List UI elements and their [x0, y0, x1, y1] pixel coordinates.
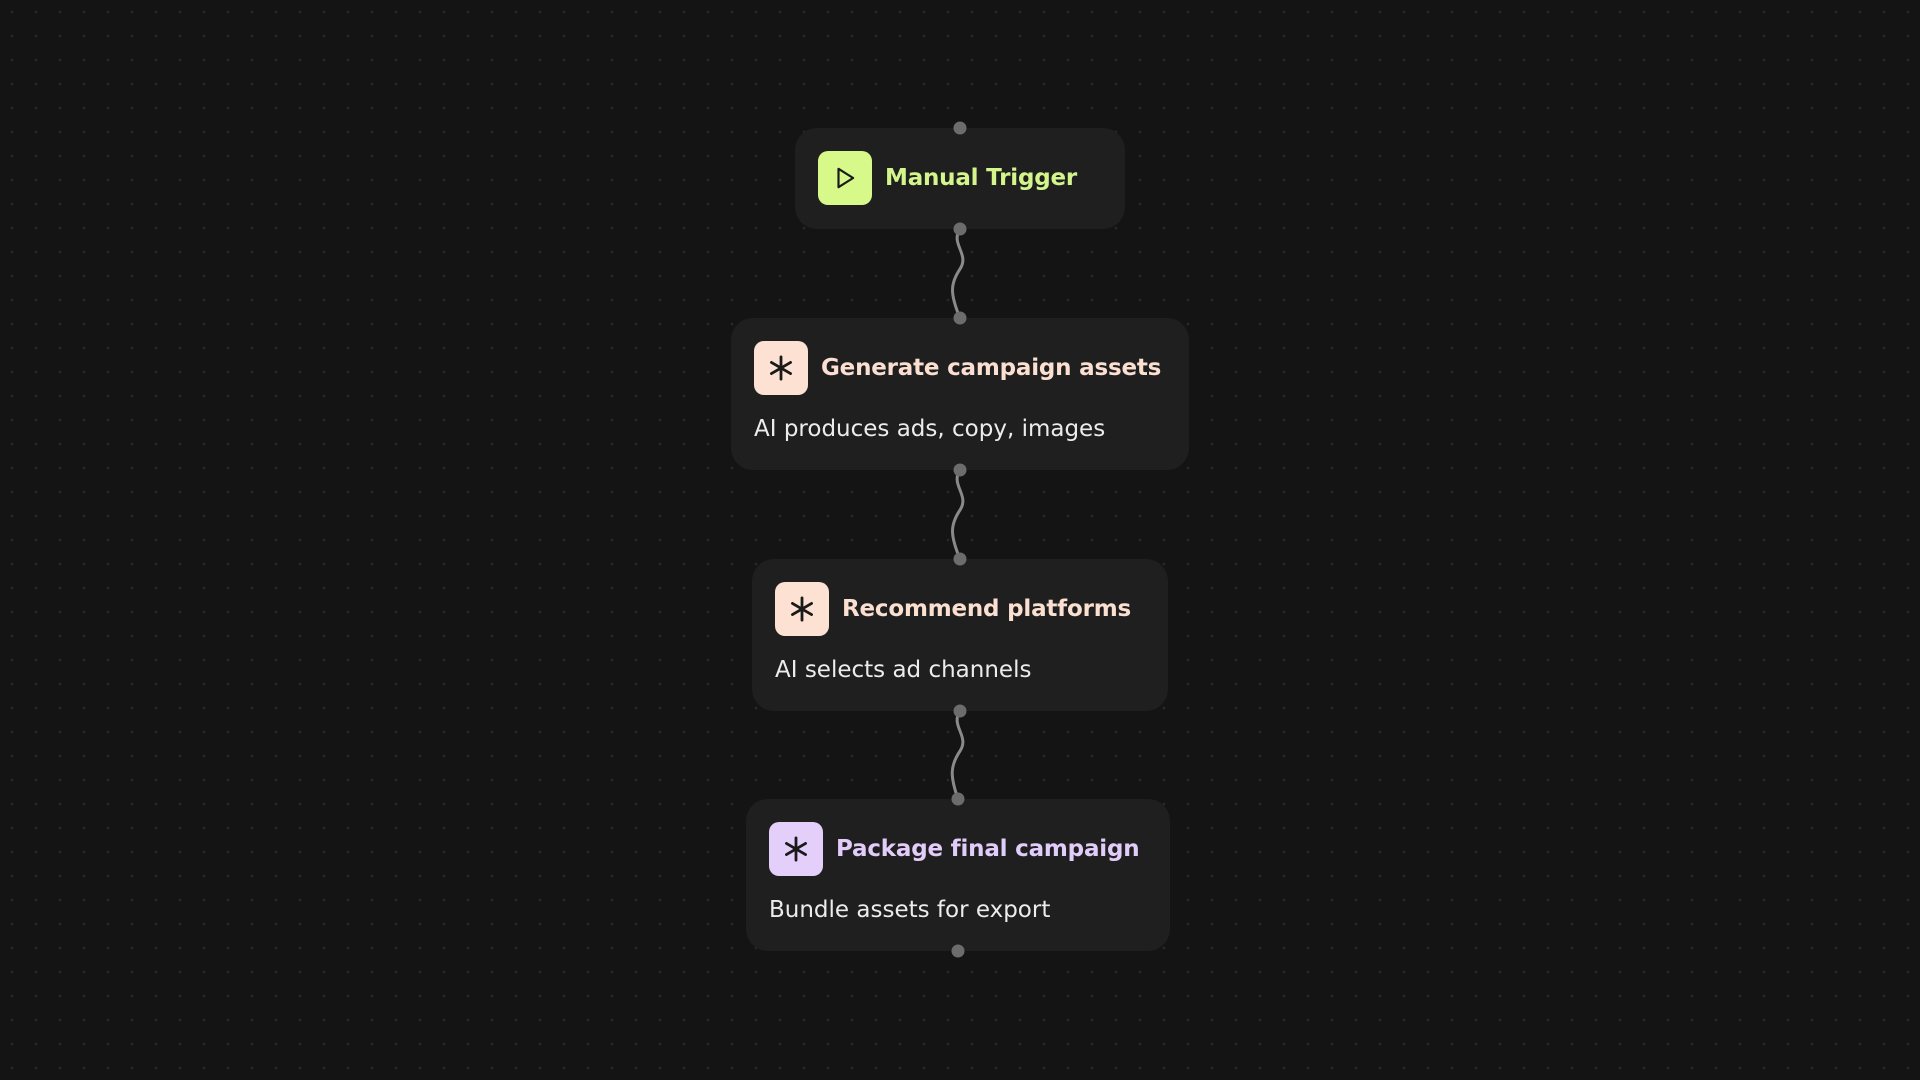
node-description: AI produces ads, copy, images — [754, 416, 1106, 442]
node-manual-trigger[interactable]: Manual Trigger — [795, 128, 1125, 229]
wire-recommend-to-package[interactable] — [950, 709, 965, 801]
node-title: Manual Trigger — [885, 165, 1078, 191]
node-generate-campaign-assets[interactable]: Generate campaign assets AI produces ads… — [731, 318, 1189, 470]
node-description: Bundle assets for export — [769, 897, 1051, 923]
node-title: Generate campaign assets — [821, 355, 1162, 381]
wire-trigger-to-generate[interactable] — [951, 227, 965, 320]
asterisk-icon — [769, 822, 823, 876]
asterisk-icon — [775, 582, 829, 636]
node-package-final-campaign[interactable]: Package final campaign Bundle assets for… — [746, 799, 1170, 951]
play-icon — [818, 151, 872, 205]
port-generate-output[interactable] — [953, 463, 967, 477]
node-description: AI selects ad channels — [775, 657, 1032, 683]
port-recommend-output[interactable] — [953, 704, 967, 718]
wire-generate-to-recommend[interactable] — [951, 468, 965, 561]
node-header: Generate campaign assets — [754, 341, 1161, 395]
port-package-output[interactable] — [951, 944, 965, 958]
node-header: Manual Trigger — [818, 151, 1077, 205]
node-header: Recommend platforms — [775, 582, 1131, 636]
node-header: Package final campaign — [769, 822, 1140, 876]
port-manual-trigger-input[interactable] — [953, 121, 967, 135]
node-title: Package final campaign — [836, 836, 1140, 862]
port-recommend-input[interactable] — [953, 552, 967, 566]
asterisk-icon — [754, 341, 808, 395]
node-recommend-platforms[interactable]: Recommend platforms AI selects ad channe… — [752, 559, 1168, 711]
port-package-input[interactable] — [951, 792, 965, 806]
port-manual-trigger-output[interactable] — [953, 222, 967, 236]
node-title: Recommend platforms — [842, 596, 1131, 622]
port-generate-input[interactable] — [953, 311, 967, 325]
